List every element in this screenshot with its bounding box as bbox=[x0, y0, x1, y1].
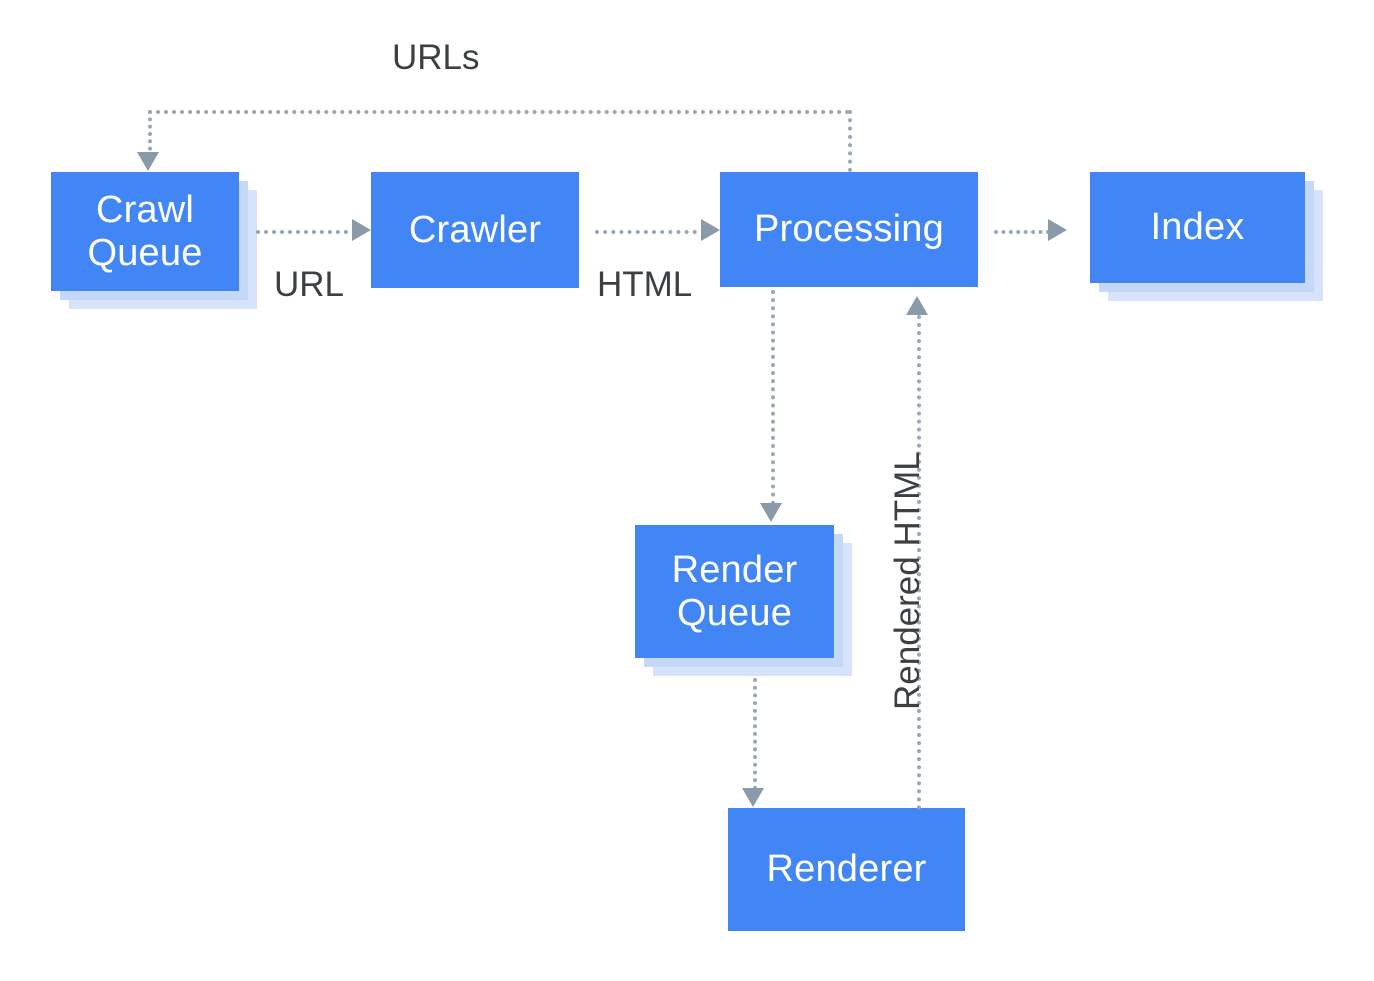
node-render-queue[interactable]: Render Queue bbox=[635, 525, 852, 676]
arrowhead-to-render-queue bbox=[760, 503, 782, 522]
node-crawl-queue-face: Crawl Queue bbox=[51, 172, 239, 291]
node-crawl-queue-label: Crawl Queue bbox=[87, 188, 203, 274]
node-index-label: Index bbox=[1150, 206, 1245, 249]
edge-renderer-to-processing-line bbox=[917, 315, 921, 810]
node-crawler-label: Crawler bbox=[408, 208, 542, 251]
edge-label-html: HTML bbox=[597, 265, 693, 304]
node-processing-label: Processing bbox=[754, 208, 944, 251]
node-render-queue-label: Render Queue bbox=[671, 548, 798, 634]
arrowhead-to-processing-from-renderer bbox=[906, 296, 928, 315]
edge-processing-to-crawl-queue-drop bbox=[148, 110, 152, 158]
arrowhead-to-renderer bbox=[742, 788, 764, 807]
node-crawler-face: Crawler bbox=[371, 172, 579, 288]
node-processing[interactable]: Processing bbox=[720, 172, 978, 287]
arrowhead-to-crawler bbox=[352, 219, 371, 241]
edge-crawl-queue-to-crawler-line bbox=[256, 230, 356, 234]
node-index[interactable]: Index bbox=[1090, 172, 1323, 301]
edge-processing-to-index-line bbox=[994, 230, 1050, 234]
edge-label-rendered-html: Rendered HTML bbox=[888, 451, 927, 710]
edge-label-urls: URLs bbox=[392, 38, 480, 77]
edge-render-queue-to-renderer-line bbox=[753, 678, 757, 790]
edge-crawler-to-processing-line bbox=[595, 230, 705, 234]
edge-processing-to-crawl-queue-span bbox=[148, 110, 850, 114]
edge-processing-to-render-queue-line bbox=[771, 290, 775, 505]
edge-processing-to-crawl-queue-riser bbox=[848, 110, 852, 172]
node-renderer[interactable]: Renderer bbox=[728, 808, 965, 931]
edge-label-url: URL bbox=[274, 265, 345, 304]
node-index-face: Index bbox=[1090, 172, 1305, 283]
node-crawl-queue[interactable]: Crawl Queue bbox=[51, 172, 257, 309]
node-crawler[interactable]: Crawler bbox=[371, 172, 579, 288]
arrowhead-to-crawl-queue bbox=[137, 152, 159, 171]
node-processing-face: Processing bbox=[720, 172, 978, 287]
arrowhead-to-index bbox=[1048, 219, 1067, 241]
node-renderer-face: Renderer bbox=[728, 808, 965, 931]
arrowhead-to-processing-from-crawler bbox=[701, 219, 720, 241]
node-renderer-label: Renderer bbox=[766, 848, 927, 891]
node-render-queue-face: Render Queue bbox=[635, 525, 834, 658]
